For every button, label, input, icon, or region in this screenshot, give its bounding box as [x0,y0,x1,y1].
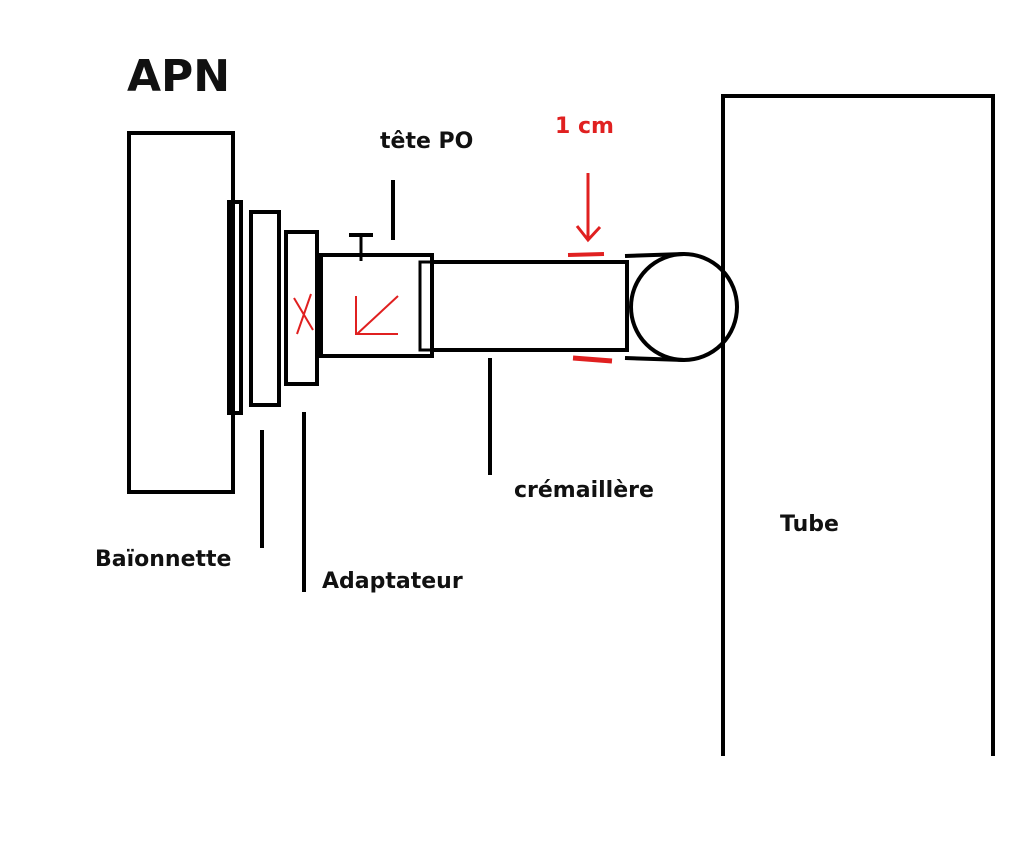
camera-body [127,131,235,494]
baionnette-label: Baïonnette [95,547,231,572]
gear-top-tangent [624,252,685,258]
apn-label: APN [127,51,230,102]
bayonet-plate [227,200,243,415]
tete-po-label: tête PO [380,129,473,154]
bayonet-ring [249,210,281,407]
gear-bottom-tangent [624,356,685,362]
draw-tube [430,260,629,352]
measure-label: 1 cm [555,114,614,139]
telescope-tube [721,94,995,756]
measure-top-mark [567,252,605,257]
adaptateur-label: Adaptateur [322,569,463,594]
cremaillere-label: crémaillère [514,478,654,503]
focuser-head-hourglass-mark [355,295,399,335]
measure-arrow-head [575,225,602,243]
measure-bottom-mark [572,355,613,364]
focuser-head [319,253,434,358]
adapter-cross-mark [293,293,314,335]
adapter-ring [284,230,319,386]
tube-label: Tube [780,512,839,537]
